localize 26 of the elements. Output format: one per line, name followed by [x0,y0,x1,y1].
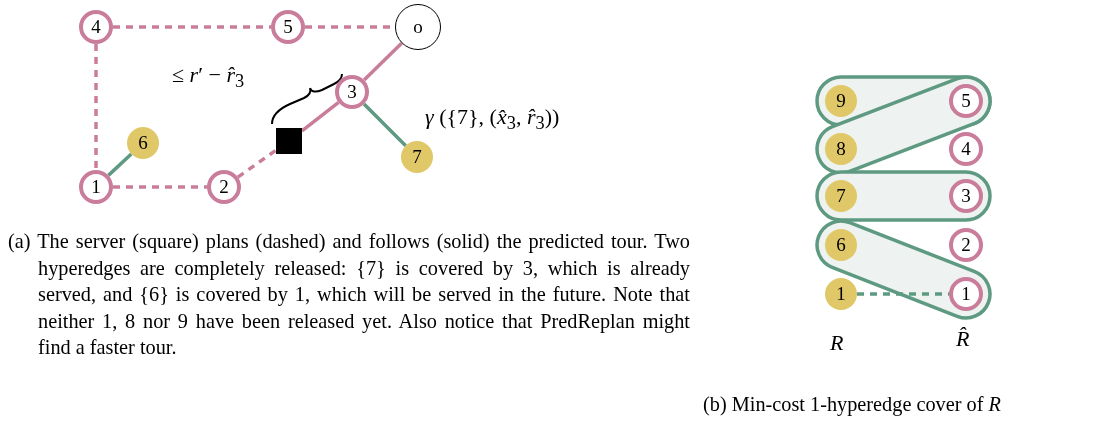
figure-caption: (b) Min-cost 1-hyperedge cover of R [703,393,1001,416]
request-dot: 7 [401,141,433,173]
request-circle: 1 [79,170,113,204]
axis-label: R̂ [956,326,970,352]
math-label: ≤ r′ − r̂$_{3}$ [172,62,245,93]
connector-line [362,41,403,82]
request-circle: 3 [335,75,369,109]
figure-caption: (a) The server (square) plans (dashed) and follows (solid) the predicted tour. Two hyperedges are completely released: {7} is covered by 3, which is already served, and {6} is covered by 1, which will be served in the future. Note that neither 1, 8 nor 9 have been released yet. Also notice that PredReplan might find a faster tour. [8,229,690,360]
request-circle: 4 [79,10,113,44]
connector-line [113,185,207,189]
connector-line [236,148,277,179]
connector-line [107,152,133,177]
origin-circle: o [395,4,441,50]
server-square [276,128,302,154]
connector-line [94,44,98,170]
axis-label: R [830,330,844,356]
request-circle: 2 [207,170,241,204]
math-label: γ ({7}, (x̂$_{3}$, r̂$_{3}$)) [425,104,560,135]
request-dot: 6 [127,127,159,159]
connector-line [300,101,340,133]
connector-line [113,25,271,29]
request-circle: 5 [271,10,305,44]
request-circle: 4 [949,132,983,166]
request-dot: 1 [825,278,857,310]
request-circle: 2 [949,228,983,262]
connector-line [362,102,407,147]
